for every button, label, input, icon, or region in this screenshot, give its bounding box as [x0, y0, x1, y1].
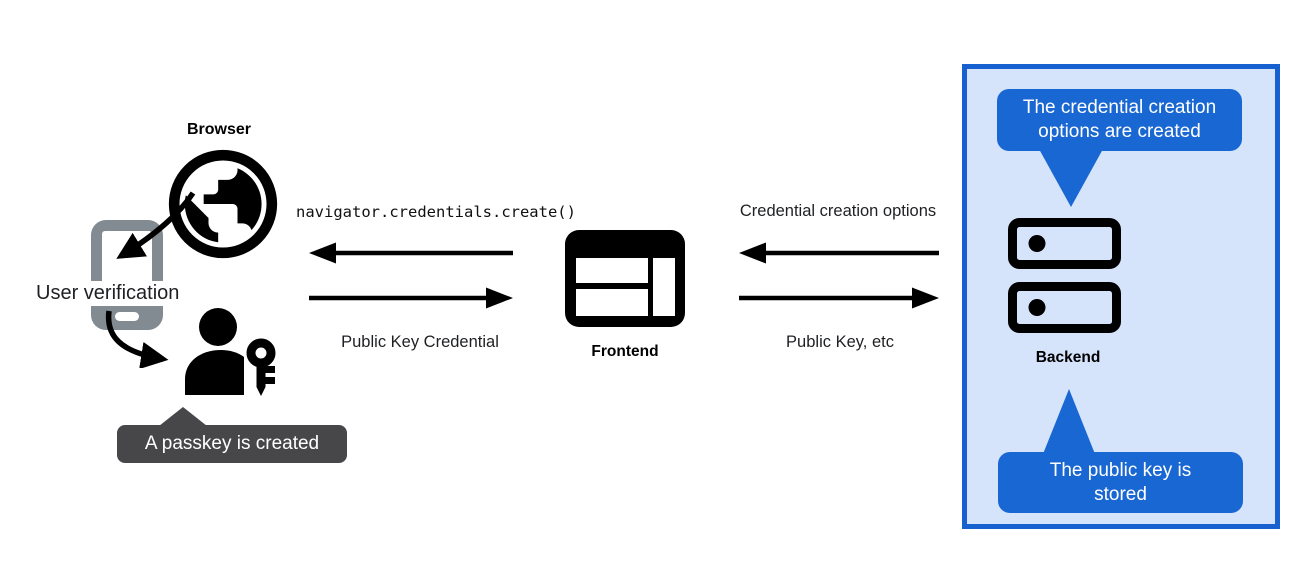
credential-options-created-tooltip: The credential creation options are crea… [997, 89, 1242, 151]
user-verification-flow-arrows [105, 191, 196, 368]
public-key-stored-text: The public key is stored [1049, 459, 1192, 505]
frontend-label: Frontend [591, 343, 659, 360]
browser-label: Browser [186, 121, 252, 138]
backend-label: Backend [1035, 349, 1101, 366]
arrow-frontend-to-browser [309, 242, 513, 264]
public-key-stored-tooltip-tail [1043, 389, 1095, 454]
server-icon [1008, 218, 1121, 333]
credential-options-created-tooltip-tail [1039, 149, 1103, 207]
navigator-credentials-create-label: navigator.credentials.create() [296, 203, 576, 221]
public-key-stored-tooltip: The public key is stored [998, 452, 1243, 513]
user-verification-label: User verification [33, 281, 183, 306]
arrow-browser-to-frontend [309, 287, 513, 309]
public-key-etc-label: Public Key, etc [786, 333, 894, 351]
arrow-frontend-to-backend [739, 287, 939, 309]
credential-options-created-text: The credential creation options are crea… [1022, 97, 1217, 142]
arrow-backend-to-frontend [739, 242, 939, 264]
browser-window-icon [565, 230, 685, 327]
public-key-credential-label: Public Key Credential [341, 333, 499, 351]
credential-creation-options-label: Credential creation options [739, 202, 937, 220]
globe-icon [168, 149, 278, 259]
passkey-tooltip-tail [159, 407, 207, 426]
passkey-tooltip: A passkey is created [117, 425, 347, 463]
person-key-icon [185, 308, 276, 396]
